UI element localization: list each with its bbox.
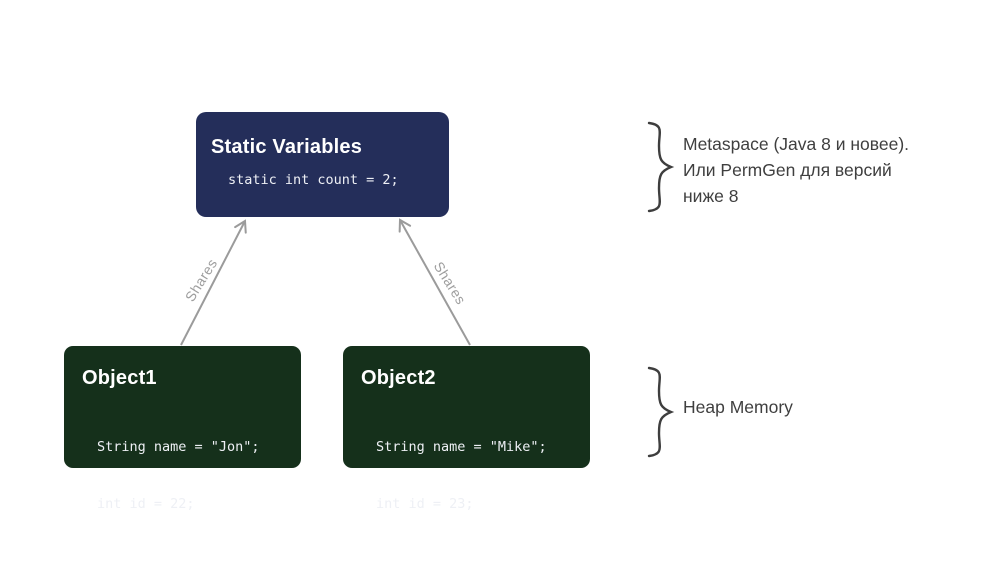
object1-title: Object1 <box>82 367 157 389</box>
object2-code: String name = "Mike"; int id = 23; <box>376 400 590 552</box>
object1-code: String name = "Jon"; int id = 22; <box>97 400 301 552</box>
static-variables-box: Static Variables static int count = 2; <box>196 112 449 217</box>
static-variables-code: static int count = 2; <box>228 172 399 188</box>
object1-code-line-2: int id = 22; <box>97 496 195 512</box>
object2-box: Object2 String name = "Mike"; int id = 2… <box>343 346 590 512</box>
shares-label-left: Shares <box>181 255 221 305</box>
object2-title: Object2 <box>361 367 436 389</box>
static-variables-title: Static Variables <box>211 136 363 158</box>
heap-memory-annotation: Heap Memory <box>683 397 793 417</box>
object1-box: Object1 String name = "Jon"; int id = 22… <box>64 346 301 512</box>
metaspace-annotation-line-1: Metaspace (Java 8 и новее). <box>683 134 910 154</box>
shares-label-right: Shares <box>430 258 470 308</box>
metaspace-annotation-line-2: Или PermGen для версий <box>683 160 892 180</box>
metaspace-brace <box>647 121 675 213</box>
object2-code-line-2: int id = 23; <box>376 496 474 512</box>
metaspace-annotation: Metaspace (Java 8 и новее). Или PermGen … <box>683 131 909 209</box>
object2-code-line-1: String name = "Mike"; <box>376 439 547 455</box>
heap-brace <box>647 366 675 458</box>
object1-code-line-1: String name = "Jon"; <box>97 439 260 455</box>
metaspace-annotation-line-3: ниже 8 <box>683 186 739 206</box>
